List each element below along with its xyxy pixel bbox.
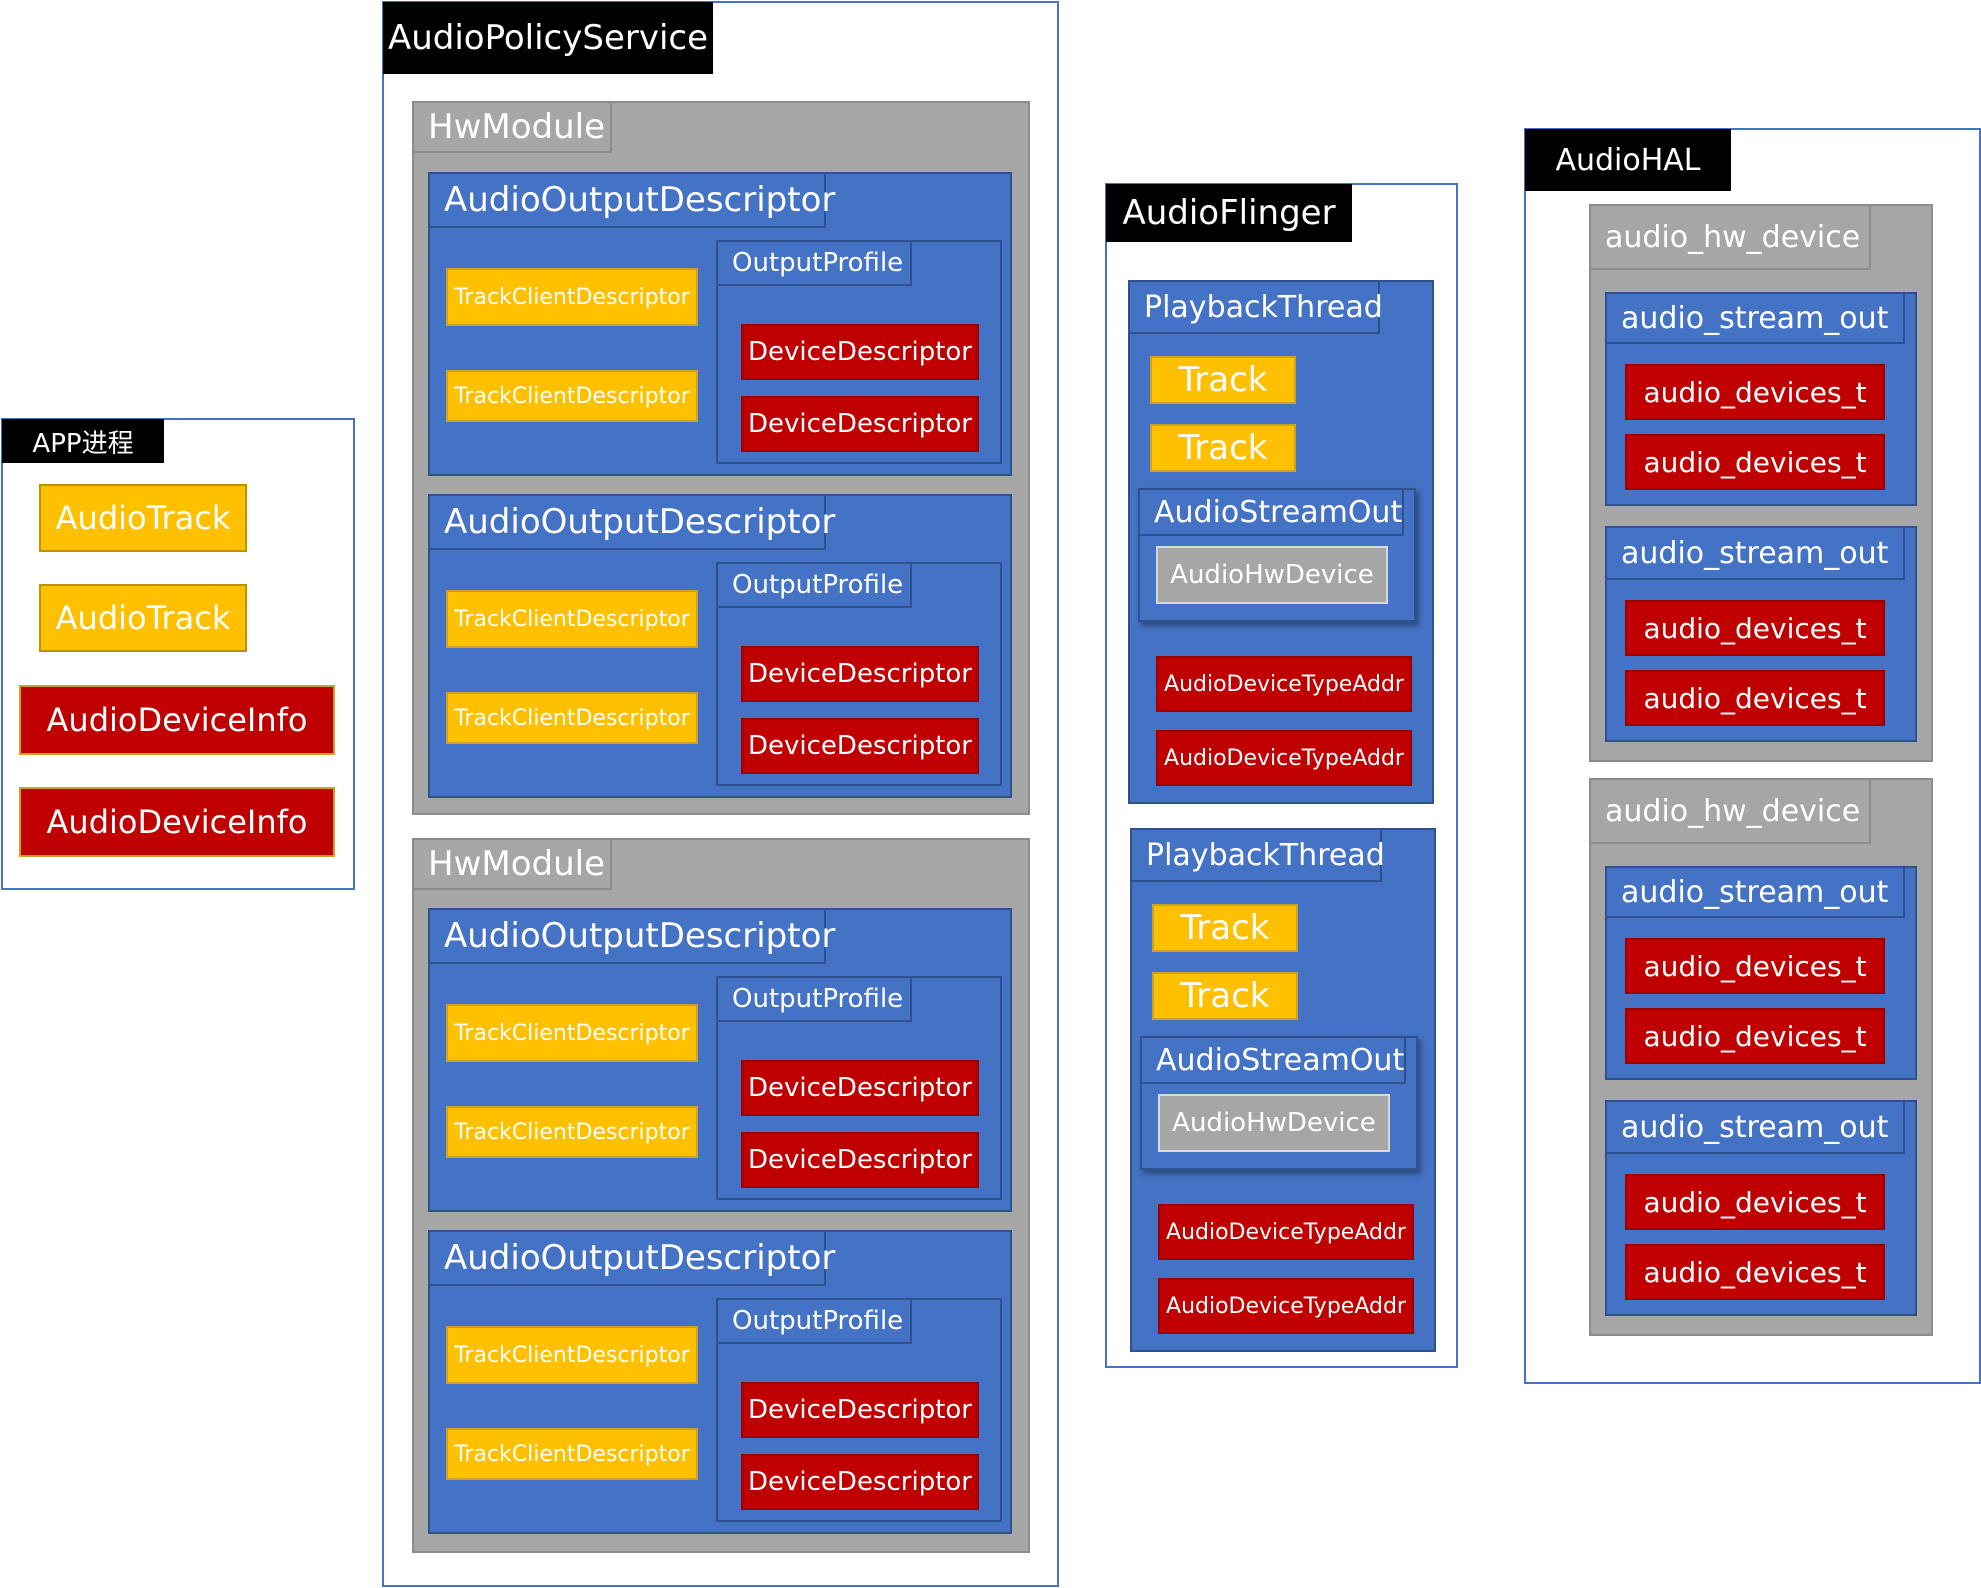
device-descriptor: DeviceDescriptor bbox=[741, 1382, 979, 1438]
audio-device-type-addr: AudioDeviceTypeAddr bbox=[1156, 656, 1412, 712]
device-descriptor: DeviceDescriptor bbox=[741, 1454, 979, 1510]
playback-thread-label: PlaybackThread bbox=[1130, 828, 1385, 882]
track-box: Track bbox=[1152, 904, 1298, 952]
output-profile-label: OutputProfile bbox=[716, 562, 912, 608]
track-client-descriptor: TrackClientDescriptor bbox=[446, 692, 698, 744]
track-client-descriptor: TrackClientDescriptor bbox=[446, 1428, 698, 1480]
audio-hw-device-box: AudioHwDevice bbox=[1156, 546, 1388, 604]
audio-stream-out-label: AudioStreamOut bbox=[1140, 1036, 1406, 1084]
audio-track-box: AudioTrack bbox=[39, 584, 247, 652]
audio-policy-service-title: AudioPolicyService bbox=[383, 2, 713, 74]
audio-hal-title: AudioHAL bbox=[1525, 129, 1731, 191]
output-profile-label: OutputProfile bbox=[716, 976, 912, 1022]
audio-devices-t: audio_devices_t bbox=[1625, 1008, 1885, 1064]
hw-module-label: HwModule bbox=[412, 838, 612, 890]
device-descriptor: DeviceDescriptor bbox=[741, 1132, 979, 1188]
track-box: Track bbox=[1152, 972, 1298, 1020]
app-process-title: APP进程 bbox=[2, 419, 164, 463]
audio-stream-out-label: audio_stream_out bbox=[1605, 1100, 1905, 1154]
audio-stream-out-label: audio_stream_out bbox=[1605, 866, 1905, 918]
track-box: Track bbox=[1150, 356, 1296, 404]
audio-device-type-addr: AudioDeviceTypeAddr bbox=[1156, 730, 1412, 786]
audio-devices-t: audio_devices_t bbox=[1625, 1174, 1885, 1230]
device-descriptor: DeviceDescriptor bbox=[741, 396, 979, 452]
output-profile-label: OutputProfile bbox=[716, 240, 912, 286]
audio-devices-t: audio_devices_t bbox=[1625, 938, 1885, 994]
audio-device-info-box: AudioDeviceInfo bbox=[19, 685, 335, 755]
hw-module-label: HwModule bbox=[412, 101, 612, 153]
track-client-descriptor: TrackClientDescriptor bbox=[446, 1326, 698, 1384]
audio-hw-device-label: audio_hw_device bbox=[1589, 778, 1871, 844]
audio-devices-t: audio_devices_t bbox=[1625, 434, 1885, 490]
device-descriptor: DeviceDescriptor bbox=[741, 646, 979, 702]
audio-output-descriptor-label: AudioOutputDescriptor bbox=[428, 908, 835, 964]
audio-devices-t: audio_devices_t bbox=[1625, 600, 1885, 656]
audio-devices-t: audio_devices_t bbox=[1625, 1244, 1885, 1300]
audio-hw-device-label: audio_hw_device bbox=[1589, 204, 1871, 270]
track-client-descriptor: TrackClientDescriptor bbox=[446, 268, 698, 326]
audio-device-type-addr: AudioDeviceTypeAddr bbox=[1158, 1278, 1414, 1334]
audio-track-box: AudioTrack bbox=[39, 484, 247, 552]
audio-device-info-box: AudioDeviceInfo bbox=[19, 787, 335, 857]
audio-output-descriptor-label: AudioOutputDescriptor bbox=[428, 1230, 835, 1286]
device-descriptor: DeviceDescriptor bbox=[741, 1060, 979, 1116]
audio-stream-out-label: audio_stream_out bbox=[1605, 526, 1905, 580]
track-client-descriptor: TrackClientDescriptor bbox=[446, 1004, 698, 1062]
audio-devices-t: audio_devices_t bbox=[1625, 364, 1885, 420]
audio-hw-device-box: AudioHwDevice bbox=[1158, 1094, 1390, 1152]
playback-thread-label: PlaybackThread bbox=[1128, 280, 1383, 334]
audio-devices-t: audio_devices_t bbox=[1625, 670, 1885, 726]
device-descriptor: DeviceDescriptor bbox=[741, 324, 979, 380]
track-box: Track bbox=[1150, 424, 1296, 472]
track-client-descriptor: TrackClientDescriptor bbox=[446, 1106, 698, 1158]
audio-flinger-title: AudioFlinger bbox=[1106, 184, 1352, 242]
track-client-descriptor: TrackClientDescriptor bbox=[446, 590, 698, 648]
track-client-descriptor: TrackClientDescriptor bbox=[446, 370, 698, 422]
audio-output-descriptor-label: AudioOutputDescriptor bbox=[428, 494, 835, 550]
output-profile-label: OutputProfile bbox=[716, 1298, 912, 1344]
audio-device-type-addr: AudioDeviceTypeAddr bbox=[1158, 1204, 1414, 1260]
audio-output-descriptor-label: AudioOutputDescriptor bbox=[428, 172, 835, 228]
audio-stream-out-label: audio_stream_out bbox=[1605, 292, 1905, 344]
audio-stream-out-label: AudioStreamOut bbox=[1138, 488, 1404, 536]
device-descriptor: DeviceDescriptor bbox=[741, 718, 979, 774]
